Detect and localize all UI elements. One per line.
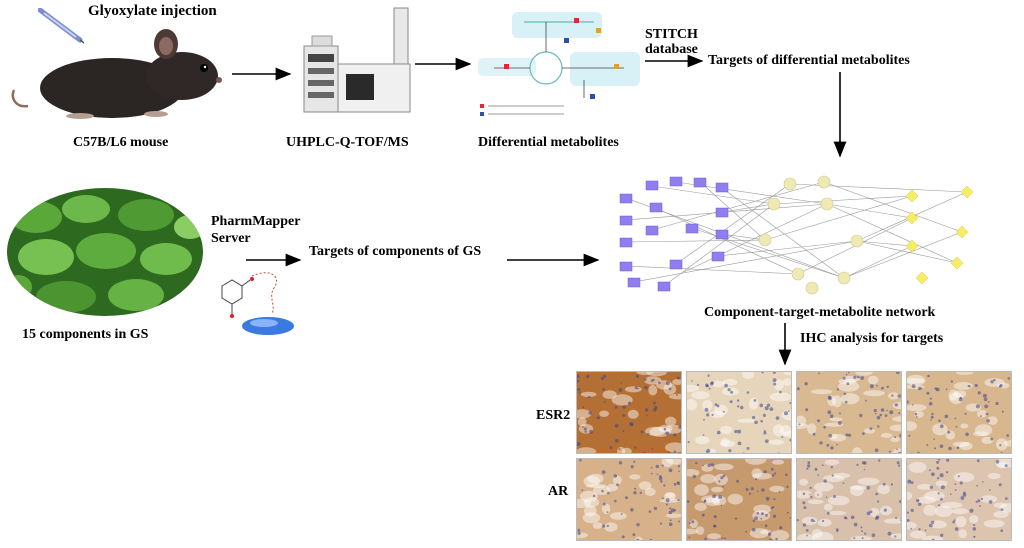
mouse-label: C57B/L6 mouse (73, 135, 169, 150)
pathway-map-image (478, 12, 640, 116)
uhplc-label: UHPLC-Q-TOF/MS (286, 135, 409, 150)
molecule-docking-image (221, 272, 294, 335)
targets-diff-label: Targets of differential metabolites (708, 53, 910, 68)
network-label: Component-target-metabolite network (704, 305, 936, 320)
stitch-label: STITCH (645, 27, 698, 42)
ihc-panel-ar-3 (796, 458, 902, 541)
injection-label: Glyoxylate injection (88, 3, 217, 19)
ihc-panel-ar-4 (906, 458, 1012, 541)
ihc-label: IHC analysis for targets (800, 331, 944, 346)
row-label-esr2: ESR2 (536, 408, 571, 423)
ihc-panel-esr2-4 (906, 371, 1012, 454)
ihc-panel-ar-2 (686, 458, 792, 541)
uhplc-instrument-image (303, 7, 411, 113)
components-label: 15 components in GS (22, 327, 149, 342)
stitch-database-label: database (645, 42, 698, 57)
pharmmapper-label: PharmMapper (211, 214, 301, 229)
ihc-panel-ar-1 (576, 458, 682, 541)
metabolites-label: Differential metabolites (478, 135, 619, 150)
ihc-panel-esr2-3 (796, 371, 902, 454)
component-target-metabolite-network (619, 175, 974, 295)
mouse-image (11, 29, 222, 119)
targets-gs-label: Targets of components of GS (309, 244, 482, 259)
syringe-icon (38, 8, 84, 44)
pharmmapper-server-label: Server (211, 231, 251, 246)
row-label-ar: AR (548, 484, 569, 499)
ihc-panel-esr2-2 (686, 371, 792, 454)
ihc-panel-esr2-1 (576, 371, 682, 454)
gs-plant-image (7, 188, 203, 316)
